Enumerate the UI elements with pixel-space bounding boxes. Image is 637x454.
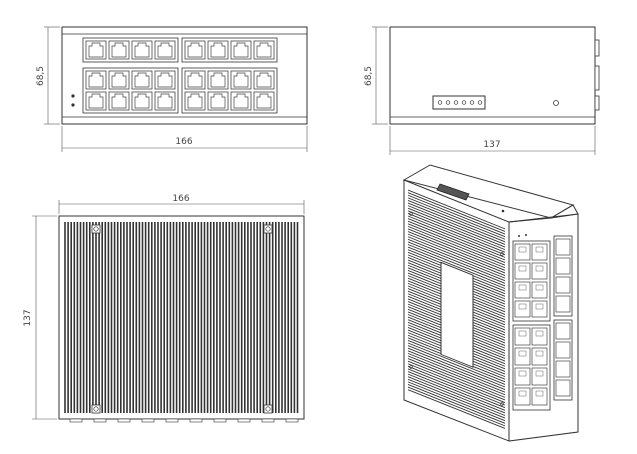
- terminal-pin-5: [469, 100, 475, 105]
- iso-port-14: [531, 367, 548, 386]
- terminal-pin-3: [453, 100, 459, 105]
- front-led-2: [71, 103, 75, 107]
- iso-port-20: [555, 341, 571, 359]
- front-port-18: [108, 91, 130, 111]
- front-port-7: [230, 40, 252, 60]
- front-port-24: [253, 91, 275, 111]
- iso-port-24: [555, 379, 571, 397]
- front-port-13: [184, 70, 206, 90]
- top-view-cooling-fins: [64, 222, 299, 413]
- top-screw-2: [263, 224, 273, 234]
- front-port-17: [85, 91, 107, 111]
- front-view-ports: [82, 37, 278, 114]
- front-port-19: [131, 91, 153, 111]
- front-width-label: 166: [175, 137, 192, 147]
- side-width-label: 137: [483, 140, 500, 150]
- iso-port-15: [514, 387, 531, 406]
- front-height-label: 68,5: [36, 66, 46, 86]
- top-view-screws: [91, 224, 273, 414]
- front-port-16: [253, 70, 275, 90]
- top-view-rail-edge: [69, 418, 299, 423]
- iso-terminal-block: [436, 183, 470, 201]
- front-port-1: [85, 40, 107, 60]
- top-width-label: 166: [172, 194, 189, 204]
- iso-port-9: [514, 327, 531, 346]
- front-port-10: [108, 70, 130, 90]
- iso-port-19: [555, 257, 571, 275]
- iso-port-22: [555, 360, 571, 378]
- front-port-12: [154, 70, 176, 90]
- front-port-5: [184, 40, 206, 60]
- front-port-11: [131, 70, 153, 90]
- front-port-21: [184, 91, 206, 111]
- iso-port-21: [555, 276, 571, 294]
- iso-label-window: [440, 261, 474, 368]
- iso-port-13: [514, 367, 531, 386]
- terminal-pin-1: [437, 100, 443, 105]
- top-screw-3: [91, 404, 101, 414]
- side-screw-hole: [553, 100, 559, 106]
- top-view: 166 137: [23, 194, 305, 423]
- front-port-4: [154, 40, 176, 60]
- iso-front-ports: [512, 235, 573, 411]
- front-port-20: [154, 91, 176, 111]
- iso-port-16: [531, 387, 548, 406]
- iso-port-12: [531, 347, 548, 366]
- front-port-3: [131, 40, 153, 60]
- iso-port-17: [555, 238, 571, 256]
- front-port-23: [230, 91, 252, 111]
- front-port-15: [230, 70, 252, 90]
- terminal-block: [432, 95, 486, 110]
- front-led-1: [71, 94, 75, 98]
- iso-port-10: [531, 327, 548, 346]
- top-screw-1: [91, 224, 101, 234]
- front-port-2: [108, 40, 130, 60]
- top-screw-4: [263, 404, 273, 414]
- front-port-9: [85, 70, 107, 90]
- front-port-8: [253, 40, 275, 60]
- iso-port-18: [555, 322, 571, 340]
- side-view: 68,5 137: [364, 26, 600, 155]
- front-port-6: [207, 40, 229, 60]
- side-view-housing: [389, 26, 596, 125]
- terminal-pin-2: [445, 100, 451, 105]
- side-height-label: 68,5: [364, 66, 374, 86]
- iso-port-11: [514, 347, 531, 366]
- terminal-pin-4: [461, 100, 467, 105]
- front-view: 68,5 166: [36, 26, 308, 152]
- front-port-14: [207, 70, 229, 90]
- isometric-view: [402, 164, 579, 442]
- terminal-pin-6: [477, 100, 483, 105]
- top-depth-label: 137: [23, 309, 33, 326]
- front-port-22: [207, 91, 229, 111]
- iso-port-23: [555, 295, 571, 313]
